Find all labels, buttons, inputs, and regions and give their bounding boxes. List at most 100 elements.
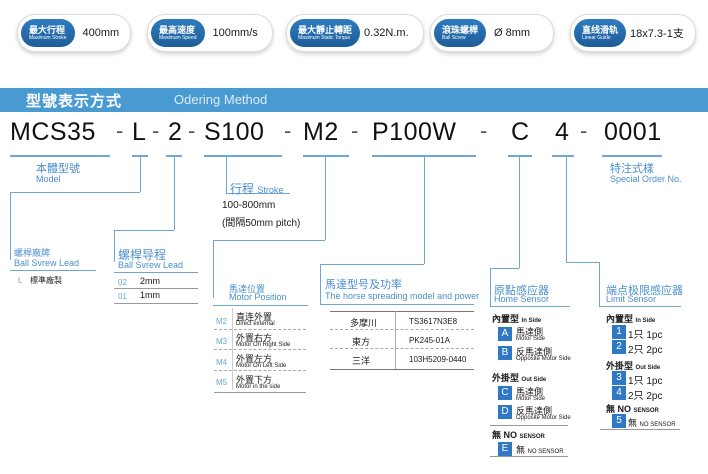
model-label-en: Model: [36, 174, 61, 184]
code-screw-lead: 2: [168, 118, 183, 146]
ball-lead-label: 螺桿廠牌: [14, 248, 51, 258]
limit-none-label: 無 NO SENSOR: [606, 402, 659, 415]
code-dash: -: [351, 118, 359, 143]
limit-option-label: 2只 2pc: [628, 391, 663, 402]
limit-inside-label-en: In Side: [635, 318, 656, 324]
badge-label-en: Maximum Speed: [159, 34, 197, 41]
motor-pos-option-en: Motor On Right Side: [236, 342, 291, 348]
home-inside-label-zh: 內置型: [492, 314, 520, 324]
underline: [10, 155, 110, 157]
stroke-label: 行程 Stroke: [230, 180, 283, 197]
row-divider: [600, 429, 680, 430]
motor-pos-option-en: Motor in the side: [236, 384, 281, 390]
badge-label: 最大靜止轉距: [298, 24, 353, 35]
stroke-label-en: Stroke: [257, 185, 284, 195]
code-special: 0001: [604, 118, 662, 146]
home-option-code: A: [498, 327, 512, 341]
underline: [166, 155, 182, 157]
motor-type-label-en: The horse spreading model and power: [325, 291, 480, 301]
row-divider: [330, 348, 474, 349]
motor-pos-option: 外置左方: [236, 354, 273, 364]
code-ball-lead: L: [132, 118, 147, 146]
code-stroke: S100: [204, 118, 265, 146]
row-divider: [490, 425, 568, 426]
underline: [602, 155, 662, 157]
limit-inside-label-zh: 內置型: [606, 314, 634, 324]
screw-lead-value: 1mm: [140, 290, 160, 300]
badge-value: 100mm/s: [212, 27, 258, 39]
limit-sensor-label: 端点极限感应器: [606, 285, 683, 297]
motor-pos-label-en: Motor Position: [229, 292, 287, 302]
connector-line: [10, 270, 96, 271]
underline: [508, 155, 532, 157]
connector-line: [519, 157, 520, 268]
badge-value: 0.32N.m.: [364, 27, 409, 39]
badge-label-en: Maximum Static Torque: [298, 34, 351, 41]
motor-brand: 東方: [352, 337, 371, 347]
limit-none-label-en: SENSOR: [633, 408, 659, 414]
underline: [132, 155, 148, 157]
home-option-en: Opposite Motor Side: [516, 415, 571, 421]
home-option-en: Opposite Motor Side: [516, 356, 571, 362]
home-option-code: E: [498, 442, 512, 456]
row-divider: [330, 329, 474, 330]
home-inside-label: 內置型 In Side: [492, 312, 541, 325]
badge-value: 400mm: [82, 27, 120, 39]
limit-option-code: 2: [612, 340, 626, 354]
connector-line: [566, 262, 599, 263]
code-dash: -: [152, 118, 160, 143]
table-row-border: [330, 369, 474, 370]
home-outside-label-en: Out Side: [521, 377, 547, 383]
motor-pos-option: 直连外置: [236, 312, 273, 322]
row-divider: [114, 288, 198, 289]
ball-lead-code: L: [18, 276, 23, 285]
badge-value: 18x7.3-1支: [630, 28, 684, 40]
limit-option-code: 4: [612, 386, 626, 400]
motor-model: 103H5209-0440: [409, 355, 467, 364]
limit-outside-label-en: Out Side: [635, 365, 661, 371]
home-option-label: 反馬達側: [516, 347, 553, 357]
connector-line: [10, 192, 11, 260]
badge-label: 直线滑轨: [582, 24, 619, 35]
motor-pos-code: M5: [216, 378, 228, 387]
home-sensor-label: 原點感应器: [494, 285, 549, 297]
home-none-label-zh: 無 NO: [492, 430, 518, 440]
home-none-en: NO SENSOR: [527, 449, 564, 455]
code-dash: -: [480, 118, 488, 143]
home-none-label-en: SENSOR: [519, 434, 545, 440]
stroke-range: 100-800mm: [222, 200, 276, 211]
special-label-en: Special Order No.: [610, 174, 682, 184]
connector-line: [140, 157, 141, 192]
section-header-bar: 型號表示方式 Odering Method: [0, 88, 708, 112]
motor-type-label: 馬達型号及功率: [325, 279, 402, 291]
code-model: MCS35: [10, 118, 96, 146]
motor-brand: 三洋: [352, 356, 371, 366]
limit-option-label: 1只 1pc: [628, 376, 663, 387]
screw-lead-code: 02: [118, 278, 127, 287]
code-motor-pos: M2: [303, 118, 339, 146]
section-title-en: Odering Method: [174, 92, 268, 107]
connector-line: [226, 193, 290, 194]
connector-line: [599, 306, 681, 307]
code-motor-type: P100W: [372, 118, 457, 146]
code-dash: -: [580, 118, 588, 143]
motor-pos-option: 外置右方: [236, 333, 273, 343]
home-option-code: D: [498, 405, 512, 419]
row-divider: [114, 303, 198, 304]
home-outside-label-zh: 外掛型: [492, 373, 520, 383]
limit-outside-label: 外掛型 Out Side: [606, 359, 660, 372]
connector-line: [424, 157, 425, 264]
home-option-label: 馬達側: [516, 327, 544, 337]
motor-pos-option: 外置下方: [236, 375, 273, 385]
model-label: 本體型號: [36, 163, 80, 175]
home-option-en: Motor Side: [516, 396, 546, 402]
stroke-pitch: (間隔50mm pitch): [222, 218, 301, 229]
connector-line: [490, 306, 570, 307]
connector-line: [320, 264, 424, 265]
connector-line: [490, 268, 519, 269]
underline: [552, 155, 574, 157]
motor-model: TS3617N3E8: [409, 317, 458, 326]
